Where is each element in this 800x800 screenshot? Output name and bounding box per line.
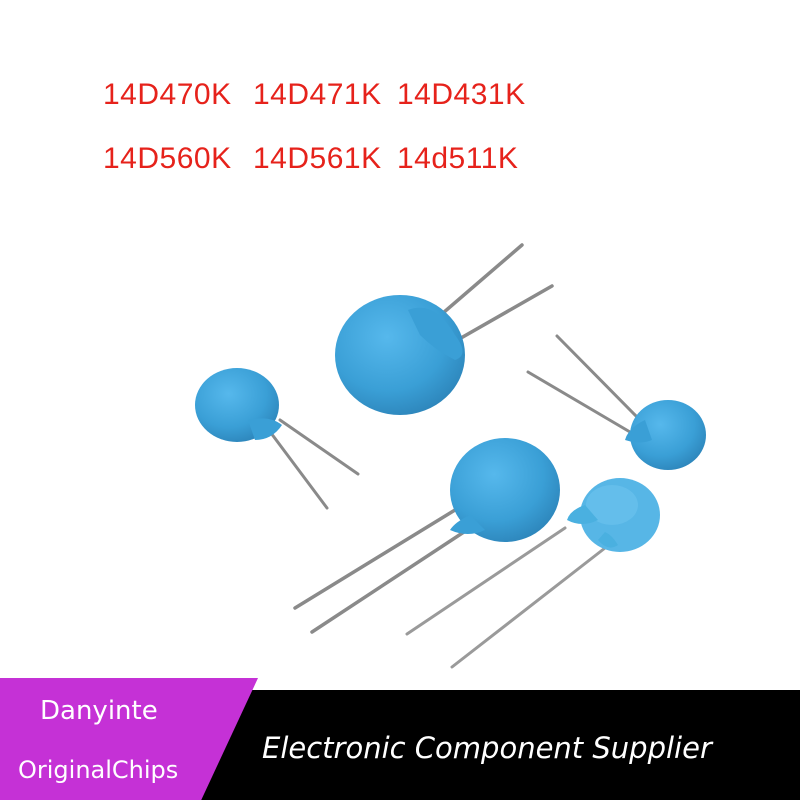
brand-name: Danyinte (40, 696, 158, 726)
varistor-large-top (335, 243, 554, 415)
banner-tagline: Electronic Component Supplier (262, 731, 712, 765)
brand-subtitle: OriginalChips (18, 756, 179, 784)
part-number-14D560K: 14D560K (103, 142, 232, 175)
part-number-14D561K: 14D561K (253, 142, 382, 175)
part-number-14d511K: 14d511K (397, 142, 519, 175)
varistor-small-right (526, 334, 706, 470)
varistor-medium-bottom (293, 438, 560, 634)
part-number-14D471K: 14D471K (253, 78, 382, 111)
part-number-14D431K: 14D431K (397, 78, 526, 111)
varistor-small-bottom-right (405, 478, 660, 669)
part-number-14D470K: 14D470K (103, 78, 232, 111)
varistor-small-left (195, 368, 360, 510)
